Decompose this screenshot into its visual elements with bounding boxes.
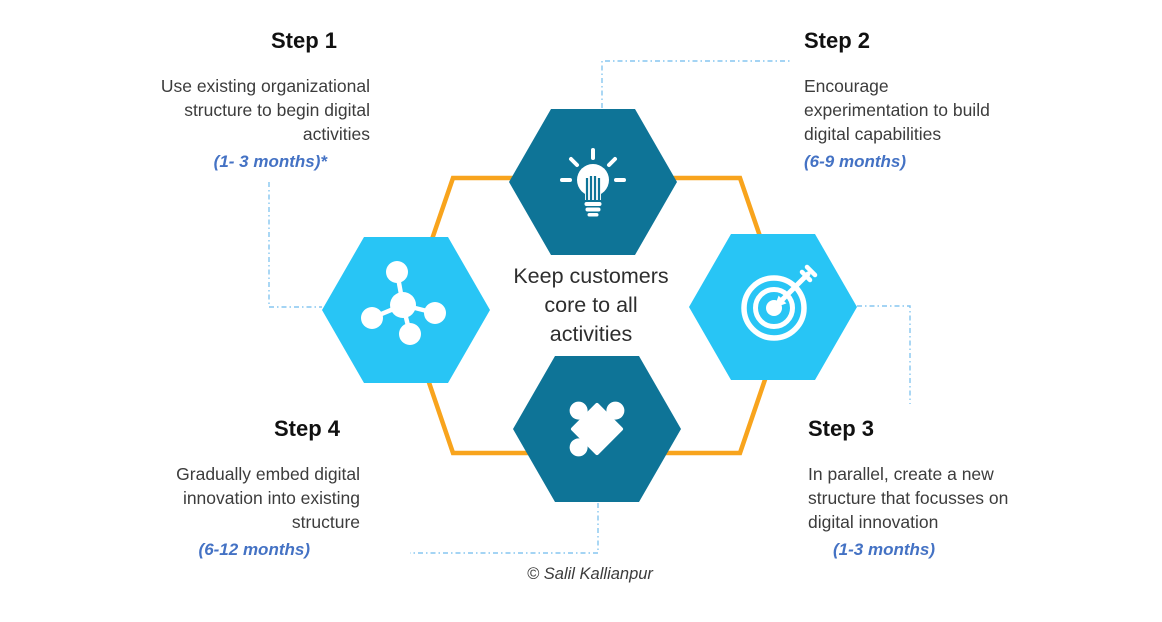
step-4-duration: (6-12 months) — [198, 540, 310, 559]
connector-step4 — [410, 503, 599, 554]
puzzle-icon — [569, 401, 625, 457]
step-2-description: Encourage experimentation to build digit… — [804, 76, 990, 144]
step-3-description: In parallel, create a new structure that… — [808, 464, 1009, 532]
hexagon-idea — [509, 109, 677, 255]
hexagon-target — [689, 234, 857, 380]
step-2-title: Step 2 — [804, 28, 871, 53]
step-4-block: Step 4 Gradually embed digital innovatio… — [100, 414, 360, 561]
step-1-block: Step 1 Use existing organizational struc… — [90, 26, 370, 173]
step-1-duration: (1- 3 months)* — [213, 152, 327, 171]
step-2-duration: (6-9 months) — [804, 152, 906, 171]
hexagon-network — [322, 237, 490, 383]
target-icon — [741, 264, 818, 341]
step-3-duration: (1-3 months) — [833, 540, 935, 559]
connector-step2 — [601, 60, 790, 108]
step-1-description: Use existing organizational structure to… — [160, 76, 370, 144]
connector-step1 — [268, 182, 322, 308]
connector-step3 — [857, 305, 911, 404]
step-4-description: Gradually embed digital innovation into … — [176, 464, 360, 532]
copyright-note: © Salil Kallianpur — [527, 565, 653, 583]
step-3-title: Step 3 — [808, 416, 875, 441]
center-message: Keep customers core to all activities — [513, 264, 669, 346]
step-4-title: Step 4 — [273, 416, 340, 441]
step-2-block: Step 2 Encourage experimentation to buil… — [804, 26, 1076, 173]
lightbulb-icon — [560, 148, 626, 217]
molecule-icon — [361, 261, 446, 345]
step-1-title: Step 1 — [270, 28, 337, 53]
hexagon-integration — [513, 356, 681, 502]
step-3-block: Step 3 In parallel, create a new structu… — [808, 414, 1093, 561]
